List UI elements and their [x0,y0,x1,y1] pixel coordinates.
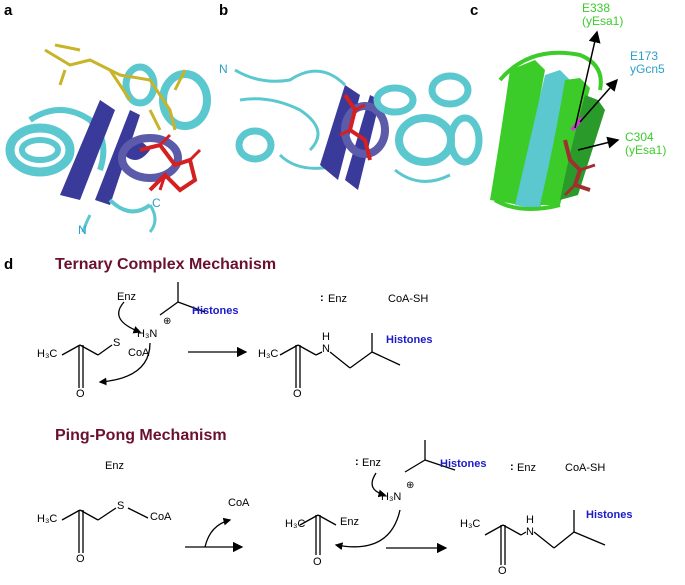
ternary-s: S [113,337,121,349]
ternary-o: O [76,388,85,400]
pingpong-coa: CoA [150,511,172,523]
pingpong-mechanism-title: Ping-Pong Mechanism [55,427,227,444]
ternary-h3n: H₃N [137,328,158,340]
panel-a-c-terminus: C [152,196,161,210]
pingpong-product-n: N [526,526,534,538]
pingpong-product-histones: Histones [586,509,633,521]
panel-label-d: d [4,256,14,273]
label-e173: E173 yGcn5 [630,50,665,76]
ternary-coash: CoA-SH [388,293,429,305]
pingpong-coa-released: CoA [228,497,250,509]
pingpong-acetyl-o: O [313,556,322,568]
label-e338: E338 (yEsa1) [582,2,623,28]
ternary-structures [61,282,401,388]
pingpong-coash: CoA-SH [565,462,606,474]
ternary-coa: CoA [128,347,150,359]
label-c304: C304 (yEsa1) [625,131,666,157]
ternary-histones: Histones [192,305,239,317]
pingpong-released-enz: Enz [362,457,381,469]
pingpong-product-h3c: H₃C [460,518,481,530]
label-c304-protein: (yEsa1) [625,143,667,157]
ternary-enz: Enz [117,291,136,303]
ternary-product-n: N [322,343,330,355]
ternary-colon-icon: : [320,292,324,304]
label-e173-residue: E173 [630,49,659,63]
panel-label-b: b [219,2,229,19]
panel-a-n-terminus: N [78,223,87,237]
pingpong-s: S [117,500,125,512]
ternary-plus-charge: ⊕ [163,316,172,327]
pingpong-colon-icon-2: : [510,461,514,473]
label-e338-residue: E338 [582,1,611,15]
pingpong-product-o: O [498,565,507,577]
pingpong-product-h: H [526,514,534,526]
label-c304-residue: C304 [625,130,654,144]
ternary-released-enz: Enz [328,293,347,305]
pingpong-acetyl-enz: Enz [340,516,359,528]
panel-label-a: a [4,2,13,19]
pingpong-h3n: H₃N [381,491,402,503]
panel-label-c: c [470,2,479,19]
ternary-h3c: H₃C [37,348,58,360]
label-e338-protein: (yEsa1) [582,14,624,28]
ternary-product-o: O [293,388,302,400]
pingpong-enz: Enz [105,460,124,472]
pingpong-final-enz: Enz [517,462,536,474]
ternary-product-h: H [322,331,330,343]
panel-b-protein [234,68,483,190]
pingpong-acetyl-h3c: H₃C [285,518,306,530]
pingpong-histones: Histones [440,458,487,470]
panel-c-n-terminus: N [509,114,518,128]
pingpong-colon-icon: : [355,456,359,468]
panel-c-protein [490,30,620,211]
ternary-product-histones: Histones [386,334,433,346]
panel-a-protein [5,43,211,233]
pingpong-o: O [76,553,85,565]
pingpong-structures [61,440,606,565]
pingpong-h3c: H₃C [37,513,58,525]
ternary-mechanism-title: Ternary Complex Mechanism [55,256,277,273]
ternary-product-h3c: H₃C [258,348,279,360]
label-e173-protein: yGcn5 [630,62,665,76]
pingpong-plus-charge: ⊕ [406,480,415,491]
panel-b-n-terminus: N [219,62,228,76]
